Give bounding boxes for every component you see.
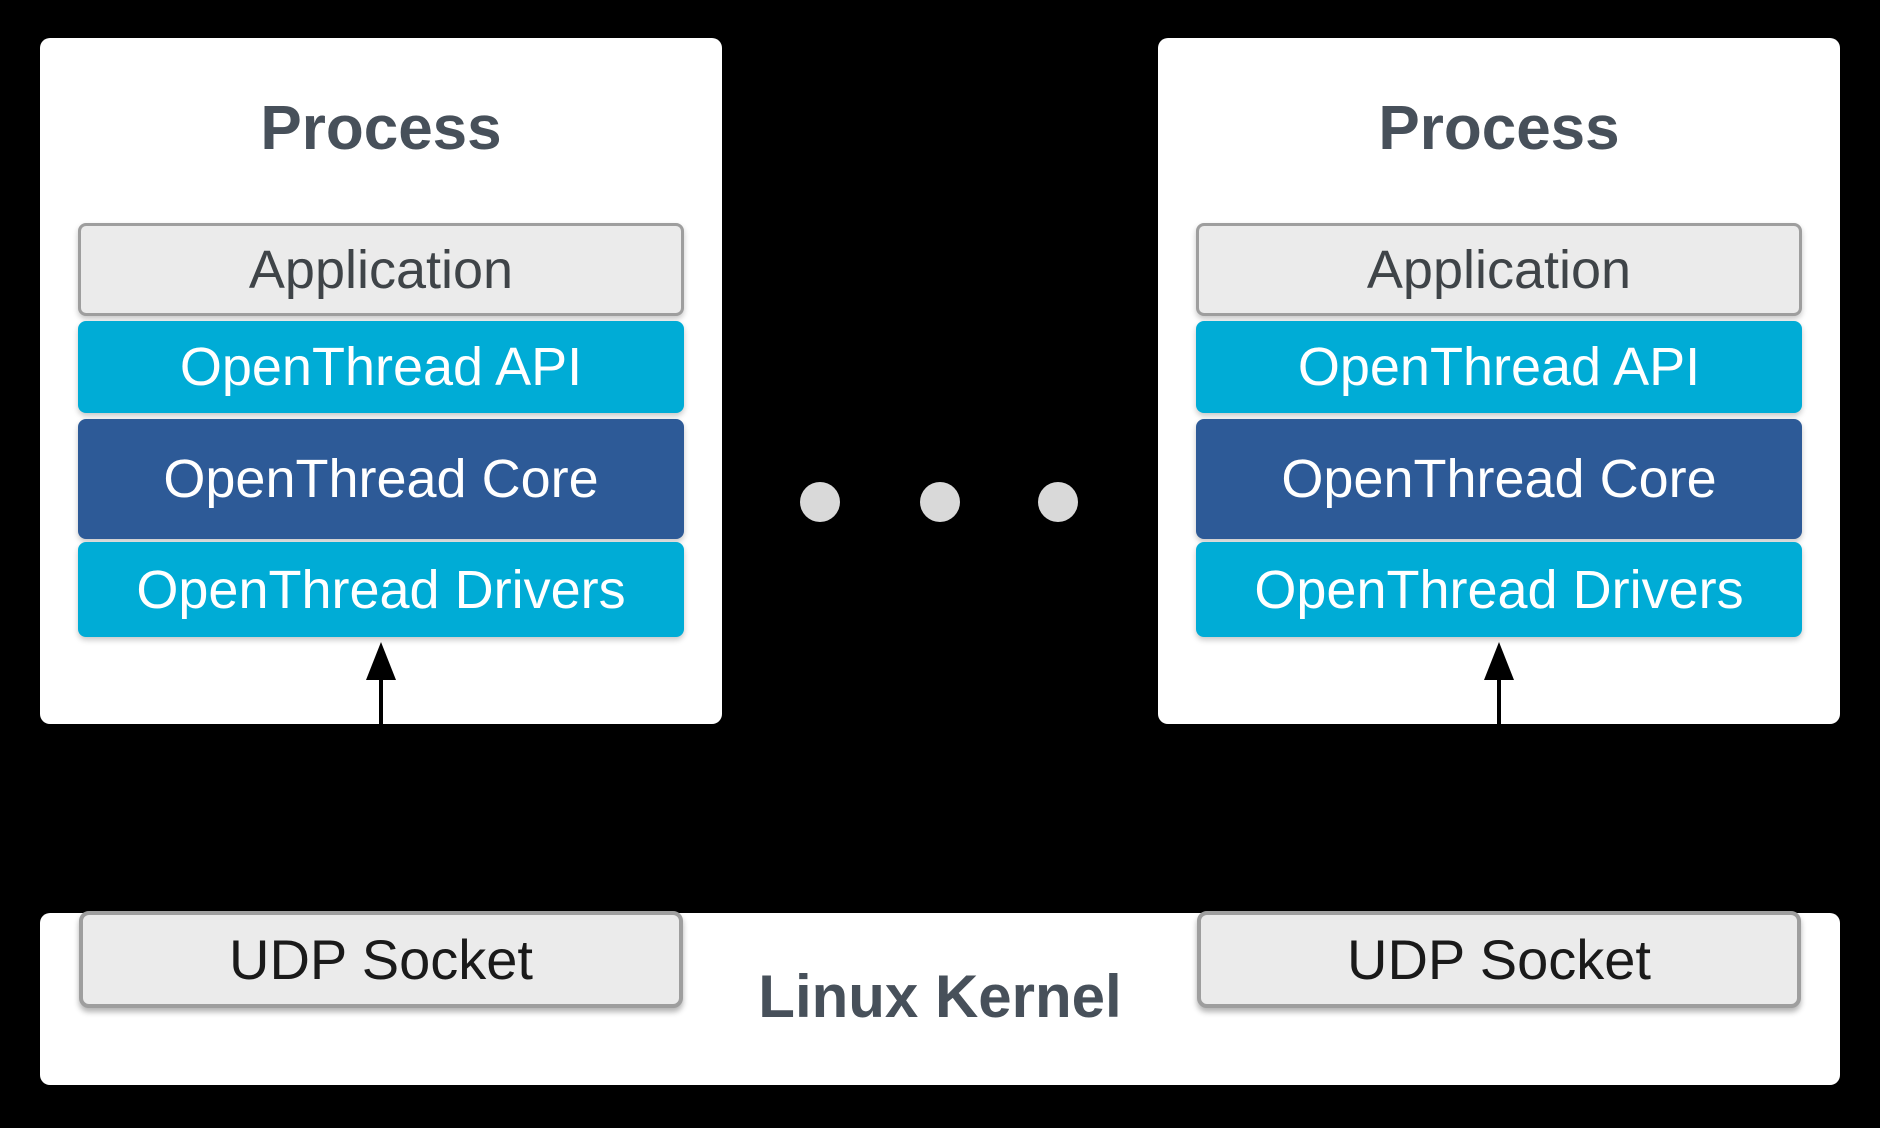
layer-openthread-drivers: OpenThread Drivers: [78, 542, 684, 637]
ellipsis-dot: [800, 482, 840, 522]
layer-application: Application: [1196, 223, 1802, 316]
layer-openthread-drivers: OpenThread Drivers: [1196, 542, 1802, 637]
kernel-label: Linux Kernel: [758, 963, 1122, 1030]
layer-openthread-core: OpenThread Core: [1196, 419, 1802, 539]
arrow-shaft: [1497, 680, 1501, 724]
arrowhead: [1484, 642, 1514, 680]
arrow-shaft: [379, 680, 383, 724]
ellipsis-dot: [1038, 482, 1078, 522]
up-arrow-icon: [1484, 642, 1514, 724]
layer-openthread-api: OpenThread API: [78, 321, 684, 413]
process-box-left: Process Application OpenThread API OpenT…: [40, 38, 722, 724]
udp-socket-left: UDP Socket: [79, 911, 683, 1008]
layer-openthread-api: OpenThread API: [1196, 321, 1802, 413]
udp-socket-right: UDP Socket: [1197, 911, 1801, 1008]
arrowhead: [366, 642, 396, 680]
layer-application: Application: [78, 223, 684, 316]
up-arrow-icon: [366, 642, 396, 724]
layer-openthread-core: OpenThread Core: [78, 419, 684, 539]
process-title: Process: [260, 94, 502, 163]
linux-kernel-bar: UDP Socket Linux Kernel UDP Socket: [40, 911, 1840, 1085]
process-title: Process: [1378, 94, 1620, 163]
process-box-right: Process Application OpenThread API OpenT…: [1158, 38, 1840, 724]
ellipsis-dot: [920, 482, 960, 522]
